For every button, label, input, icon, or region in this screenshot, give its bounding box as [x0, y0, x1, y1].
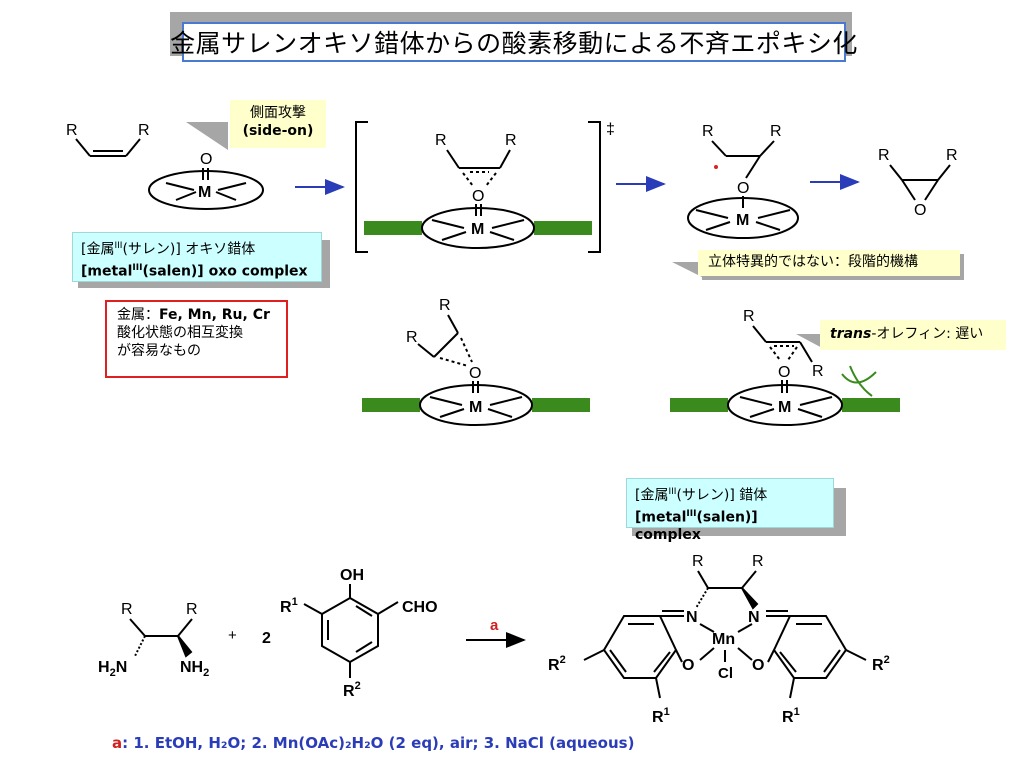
r-label: R [66, 122, 78, 139]
salen-complex-callout: [金属III(サレン)] 錯体 [metalIII(salen)] comple… [626, 478, 834, 543]
cl-label: Cl [718, 665, 733, 682]
metals-line2: 酸化状態の相互変換 [117, 325, 243, 341]
oxo-complex-callout: [金属III(サレン)] オキソ錯体 [metalIII(salen)] oxo… [72, 232, 322, 282]
phenoxide-o-label: O [752, 657, 764, 674]
trans-olefin-approach: R R O M [670, 308, 900, 426]
phenoxide-o-label: O [682, 657, 694, 674]
radical-intermediate: R R O M [687, 123, 799, 239]
r-label: R [743, 308, 755, 325]
salen-ligand-bar [842, 398, 900, 412]
epoxide-product: R R O [878, 147, 958, 219]
metals-note-box: 金属：Fe, Mn, Ru, Cr 酸化状態の相互変換 が容易なもの [105, 300, 288, 378]
metal-m-label: M [736, 212, 749, 229]
r-label: R [770, 123, 782, 140]
n-label: N [748, 609, 760, 626]
equiv-two: 2 [262, 630, 271, 647]
salen-ligand-bar [364, 221, 422, 235]
steric-clash-mark [841, 371, 877, 384]
r2-label: R2 [548, 654, 566, 674]
oxo-o-label: O [200, 151, 212, 168]
stepwise-callout: 立体特異的ではない：段階的機構 [698, 250, 960, 276]
r-label: R [702, 123, 714, 140]
side-on-approach: R R O M [362, 297, 590, 426]
oxo-o-label: O [472, 188, 484, 205]
r1-label: R1 [782, 706, 800, 726]
r-label: R [439, 297, 451, 314]
metal-m-label: M [471, 221, 484, 238]
transition-state: ‡ R R O M [355, 121, 615, 253]
r1-label: R1 [280, 596, 298, 616]
side-on-label-en: (side-on) [242, 123, 314, 139]
r-label: R [138, 122, 150, 139]
salen-ligand-bar [534, 221, 592, 235]
title-banner: 金属サレンオキソ錯体からの酸素移動による不斉エポキシ化 [170, 12, 857, 64]
salicylaldehyde-reactant: OH CHO R1 R2 [280, 567, 438, 700]
r-label: R [812, 363, 824, 380]
oh-label: OH [340, 567, 364, 584]
r-label: R [946, 147, 958, 164]
diamine-reactant: R R H2N NH2 [98, 601, 209, 679]
r-label: R [406, 329, 418, 346]
conditions-label: a [112, 734, 123, 752]
salen-ligand-bar [532, 398, 590, 412]
mn-salen-product: R R N N Mn Cl O O R2 R1 R [548, 553, 890, 726]
r-label: R [121, 601, 133, 618]
side-on-label-jp: 側面攻撃 [250, 105, 306, 121]
salen-ligand-bar [362, 398, 420, 412]
oxo-o-label: O [737, 180, 749, 197]
salen-complex-label-en: [metalIII(salen)] complex [635, 508, 758, 544]
mn-label: Mn [712, 631, 735, 648]
plus-sign: + [228, 627, 237, 644]
salen-ligand-bar [670, 398, 728, 412]
double-dagger: ‡ [606, 121, 615, 138]
r2-label: R2 [872, 654, 890, 674]
reaction-conditions: a: 1. EtOH, H₂O; 2. Mn(OAc)₂H₂O (2 eq), … [112, 734, 634, 752]
epoxide-o-label: O [914, 202, 926, 219]
r-label: R [752, 553, 764, 570]
r1-label: R1 [652, 706, 670, 726]
r-label: R [505, 132, 517, 149]
oxo-o-label: O [778, 364, 790, 381]
side-on-callout: 側面攻撃 (side-on) [230, 100, 326, 148]
h2n-label: H2N [98, 659, 127, 679]
page-title: 金属サレンオキソ錯体からの酸素移動による不斉エポキシ化 [170, 22, 857, 62]
n-label: N [686, 609, 698, 626]
metal-m-label: M [469, 399, 482, 416]
reagent-a-label: a [490, 617, 499, 634]
metal-m-label: M [198, 184, 211, 201]
trans-olefin-callout: trans-オレフィン: 遅い [820, 320, 1006, 350]
olefin-oxo-complex: R R O M [66, 122, 264, 210]
radical-dot [714, 165, 718, 169]
r2-label: R2 [343, 680, 361, 700]
oxo-complex-label-en: [metalIII(salen)] oxo complex [81, 262, 308, 280]
metals-line3: が容易なもの [117, 343, 201, 359]
cho-label: CHO [402, 599, 438, 616]
oxo-complex-label-jp: [金属III(サレン)] オキソ錯体 [81, 241, 256, 258]
r-label: R [435, 132, 447, 149]
r-label: R [878, 147, 890, 164]
salen-complex-label-jp: [金属III(サレン)] 錯体 [635, 487, 768, 504]
steric-clash-mark [849, 365, 873, 397]
nh2-label: NH2 [180, 659, 209, 679]
metal-m-label: M [778, 399, 791, 416]
r-label: R [692, 553, 704, 570]
oxo-o-label: O [469, 365, 481, 382]
metals-line1: 金属：Fe, Mn, Ru, Cr [117, 307, 270, 323]
r-label: R [186, 601, 198, 618]
conditions-text: : 1. EtOH, H₂O; 2. Mn(OAc)₂H₂O (2 eq), a… [122, 734, 635, 752]
